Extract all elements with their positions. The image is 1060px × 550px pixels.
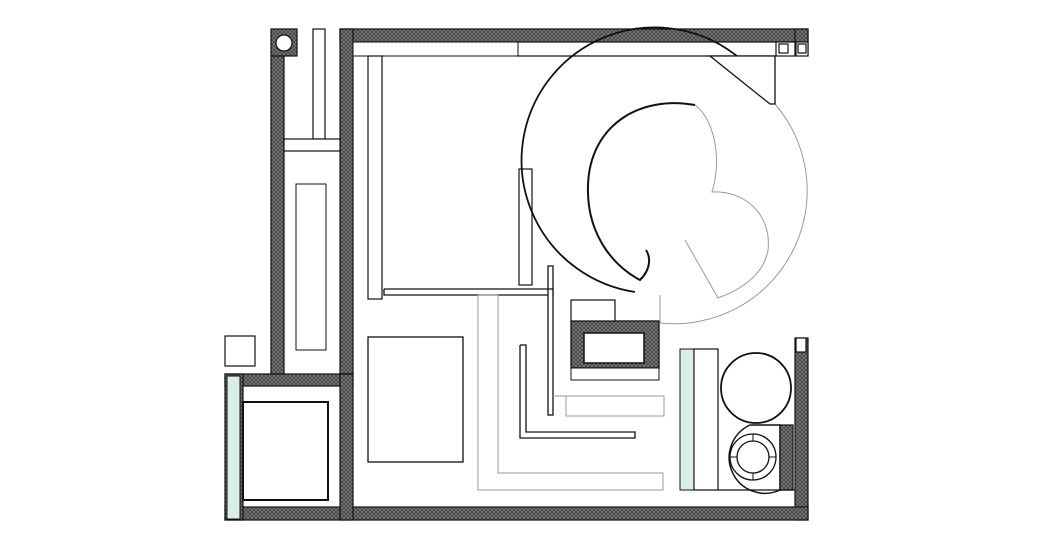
corridor-slot	[312, 28, 326, 140]
right-lower-wall	[794, 337, 809, 521]
central-partition	[518, 168, 533, 286]
east-panel	[693, 348, 719, 491]
wing-top-wall	[224, 373, 354, 387]
kitchen-block	[570, 299, 660, 381]
table	[367, 336, 464, 463]
corridor-bench	[283, 138, 341, 152]
west-outer-wall	[270, 54, 285, 376]
spiral-ramp	[520, 26, 808, 325]
corridor-panel	[295, 183, 327, 351]
glazing-east	[679, 348, 695, 491]
column	[270, 28, 298, 57]
counter-outline	[477, 294, 665, 491]
main-room-fixtures	[352, 41, 775, 463]
column-circle-icon	[275, 34, 293, 52]
glazing-wing	[226, 375, 241, 520]
top-wall	[339, 28, 809, 43]
east-window	[795, 337, 807, 353]
exterior-square-pad	[224, 335, 256, 367]
top-inner-ledge	[352, 41, 519, 57]
j-partition	[519, 344, 636, 439]
bottom-wall	[224, 506, 809, 521]
west-corridor	[283, 28, 341, 351]
east-fixtures	[693, 337, 807, 495]
wing-right-wall	[339, 373, 354, 521]
left-inner-ledge	[367, 55, 383, 300]
main-left-wall	[339, 28, 354, 375]
ramp-landing	[708, 55, 776, 105]
top-right-fixtures	[775, 41, 809, 57]
east-hatched-strip	[779, 424, 794, 491]
wing-room-box	[242, 401, 329, 501]
tank-circle-icon	[720, 352, 792, 424]
